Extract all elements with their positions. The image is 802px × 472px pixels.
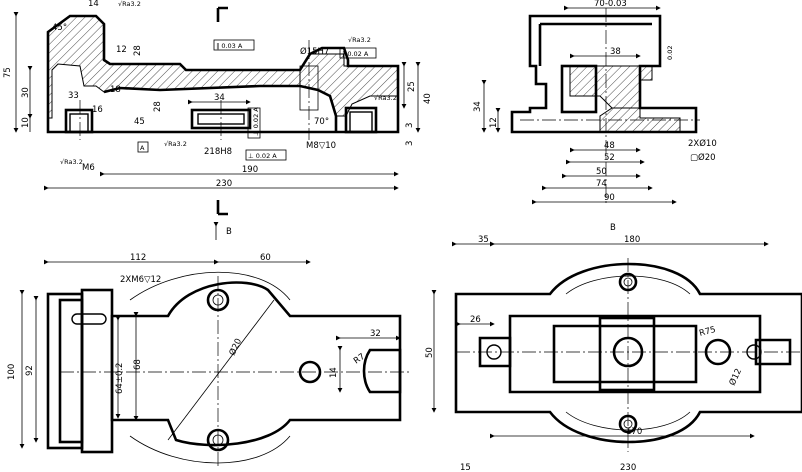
tolerance-b: ∥ 0.02 A [342,50,369,58]
top-dim-14: 14 [329,367,339,378]
bottom-dim-50: 50 [425,347,435,358]
side-dim-34: 34 [473,101,483,112]
side-dim-48: 48 [604,141,615,151]
side-dim-74: 74 [596,179,607,189]
bottom-view: 35 180 26 50 170 R75 Ø12 230 15 [425,235,802,472]
dim-3b: 3 [405,141,415,146]
top-view: 112 60 32 100 92 68 64±0.2 14 R7 Ø20 2XM… [7,253,410,468]
top-dim-112: 112 [130,253,146,263]
side-view: 70-0.03 38 34 12 48 52 50 74 90 2XØ10 ▢Ø… [473,0,717,206]
side-dim-12: 12 [489,117,499,128]
top-dim-thread: 2XM6▽12 [120,275,161,285]
top-dim-60: 60 [260,253,271,263]
top-dim-64: 64±0.2 [115,363,125,394]
view-b-label-right: B [610,223,616,233]
tolerance-a: ∥ 0.03 A [216,42,243,50]
bottom-dim-r75: R75 [698,325,717,339]
dim-16: 16 [92,105,103,115]
dim-45: 45 [134,117,145,127]
side-dim-bore: 2XØ10 [688,138,717,149]
dim-30: 30 [21,87,31,98]
top-dim-100: 100 [7,364,17,380]
side-dim-bore-depth: ▢Ø20 [690,152,716,163]
side-dim-top: 70-0.03 [594,0,627,9]
side-section-hatch [569,65,653,109]
callout-h8: 218H8 [204,147,232,157]
roughness-4: √Ra3.2 [60,158,83,166]
dim-75: 75 [3,67,13,78]
dim-28b: 28 [153,101,163,112]
tolerance-c: ⊥ 0.02 A [248,152,277,160]
bottom-dim-230: 230 [620,463,636,472]
side-dim-38: 38 [610,47,621,57]
dim-25: 25 [407,81,417,92]
roughness-1: √Ra3.2 [118,0,141,8]
dim-18: 18 [110,85,121,95]
front-view: 230 190 75 30 10 33 34 28 28 40 25 3 3 1… [3,0,433,216]
dim-230: 230 [216,179,232,189]
dim-40: 40 [423,93,433,104]
side-dim-90: 90 [604,193,615,203]
side-dim-52: 52 [604,153,615,163]
roughness-5: √Ra3.2 [164,140,187,148]
callout-m6: M6 [82,163,95,173]
dim-45deg: 45° [52,23,67,33]
dim-70deg: 70° [314,117,329,127]
bottom-dim-26: 26 [470,315,481,325]
datum-a: A [140,144,145,152]
dim-190: 190 [242,165,258,175]
dim-14: 14 [88,0,99,9]
dim-12: 12 [116,45,127,55]
top-dim-phi20: Ø20 [227,337,244,358]
callout-phi15h7: Ø15H7 [300,46,329,57]
bottom-dim-170: 170 [626,427,642,437]
bottom-dim-35: 35 [478,235,489,245]
roughness-3: √Ra3.2 [374,94,397,102]
dim-33: 33 [68,91,79,101]
top-dim-92: 92 [25,365,35,376]
callout-m8: M8▽10 [306,141,336,151]
top-dim-68: 68 [133,359,143,370]
side-dim-50: 50 [596,167,607,177]
dim-3a: 3 [405,123,415,128]
dim-34: 34 [214,93,225,103]
side-dim-tol: 0.02 [666,46,674,60]
bottom-dim-15: 15 [460,463,471,472]
front-section-hatch-1 [47,15,301,119]
dim-10: 10 [21,117,31,128]
dim-28a: 28 [133,45,143,56]
top-dim-32: 32 [370,329,381,339]
roughness-2: √Ra3.2 [348,36,371,44]
view-b-label-left: B [226,227,232,237]
bottom-dim-180: 180 [624,235,640,245]
tolerance-d: ⊥ 0.02 A [252,107,260,136]
bottom-dim-phi12: Ø12 [727,367,744,388]
